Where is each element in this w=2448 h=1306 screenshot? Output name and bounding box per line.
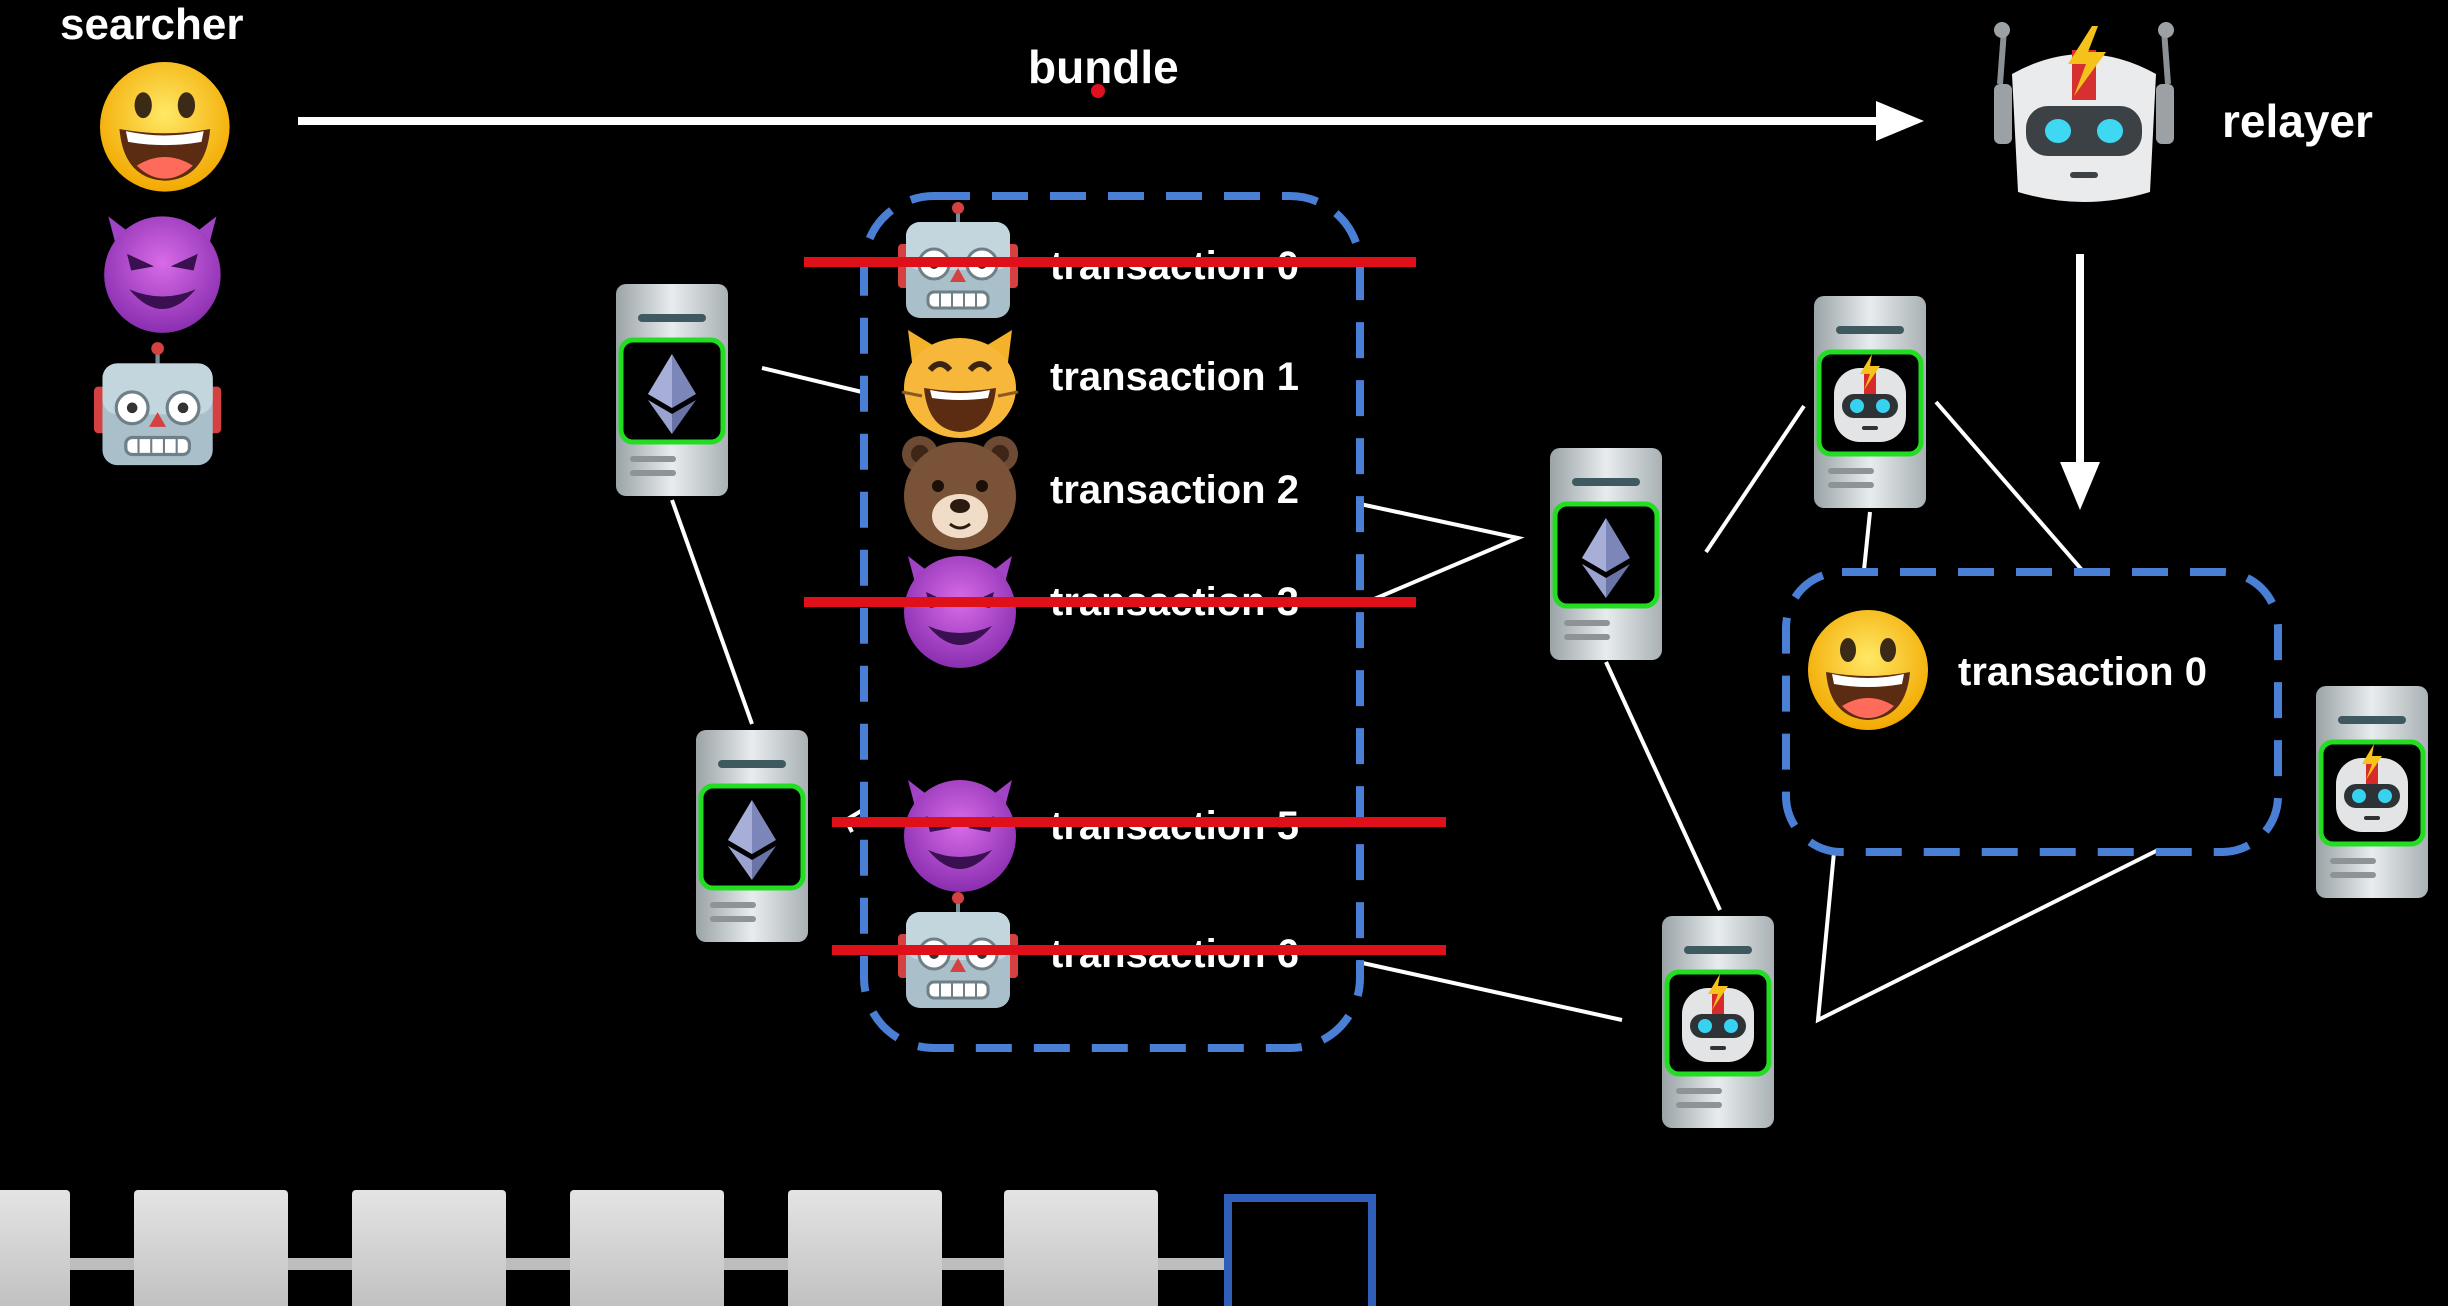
bundle-arrow [298, 84, 1924, 141]
searcher-label: searcher [60, 0, 244, 49]
robot-icon [896, 200, 1020, 320]
eth-node-server-icon [1550, 448, 1662, 660]
block [352, 1190, 506, 1306]
block [0, 1190, 70, 1306]
bundle-label: bundle [1028, 41, 1179, 93]
block [1004, 1190, 1158, 1306]
network-links [670, 366, 2159, 1024]
bundle-box [860, 192, 1364, 1052]
block [788, 1190, 942, 1306]
link-line [1357, 960, 1623, 1022]
link-line [670, 499, 754, 725]
devil-icon [904, 556, 1016, 668]
link-line [1862, 511, 1872, 571]
eth-node-server-icon [616, 284, 728, 496]
bear-icon [900, 434, 1020, 552]
relayer-arrow [2060, 254, 2100, 510]
relayer-node-server-icon [1814, 296, 1926, 508]
bundle-transaction-label: transaction 0 [1050, 244, 1299, 288]
link-line [1704, 404, 1806, 554]
relayer-label: relayer [2222, 95, 2373, 147]
relayer-node-server-icon [1662, 916, 1774, 1128]
link-line [1604, 661, 1722, 911]
eth-node-server-icon [696, 730, 808, 942]
block [570, 1190, 724, 1306]
relayer-robot-icon [1994, 22, 2174, 202]
robot-icon [896, 890, 1020, 1010]
relayed-bundle-box [1782, 568, 2282, 856]
relayed-transaction-label: transaction 0 [1958, 650, 2207, 694]
link-line [1934, 400, 2084, 572]
cat-icon [902, 330, 1018, 438]
relayer-node-server-icon [2316, 686, 2428, 898]
blockchain [0, 1190, 1376, 1306]
devil-icon [104, 216, 221, 333]
bundle-transaction-label: transaction 2 [1050, 468, 1299, 512]
link-line [1815, 848, 2159, 1024]
bundle-transaction-label: transaction 5 [1050, 804, 1299, 848]
devil-icon [904, 780, 1016, 892]
robot-icon [94, 342, 221, 465]
pending-block [1224, 1194, 1376, 1306]
bundle-transaction-label: transaction 6 [1050, 932, 1299, 976]
smiley-icon [100, 62, 230, 192]
block [134, 1190, 288, 1306]
link-line [1359, 502, 1525, 602]
smiley-icon [1808, 610, 1928, 730]
bundle-transaction-label: transaction 3 [1050, 580, 1299, 624]
link-line [761, 366, 863, 394]
bundle-transaction-label: transaction 1 [1050, 355, 1299, 399]
